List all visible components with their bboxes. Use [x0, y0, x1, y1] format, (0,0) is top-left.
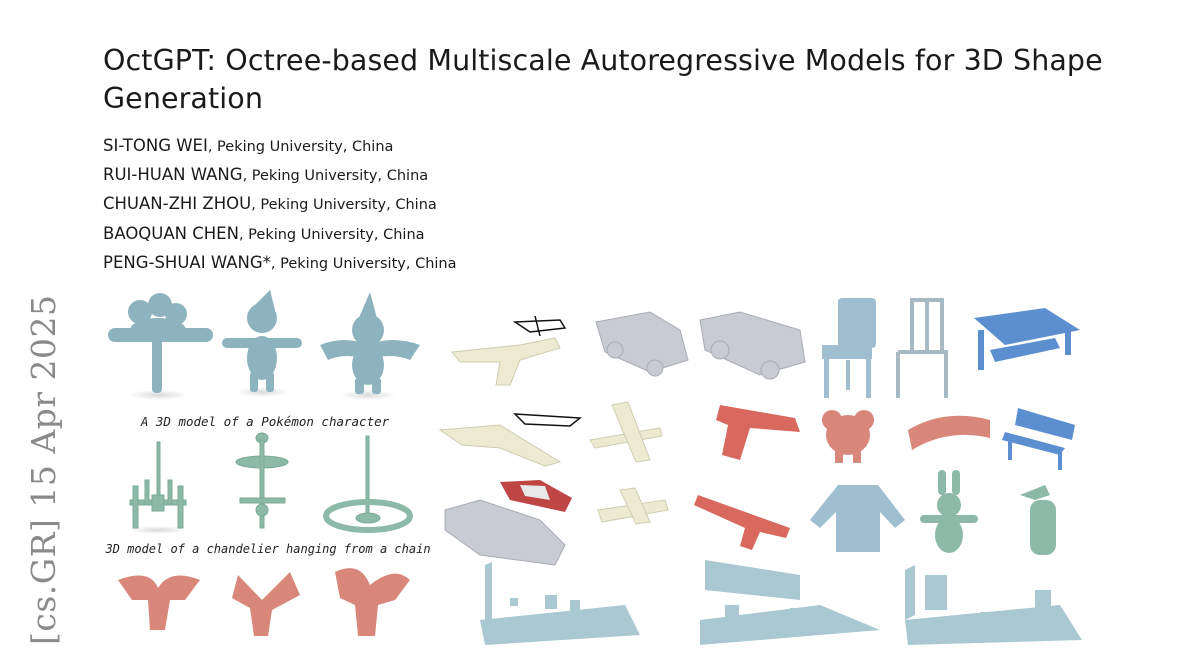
caption-chandelier: 3D model of a chandelier hanging from a … — [104, 542, 430, 556]
airplane-sketch — [512, 315, 567, 337]
dragon-models — [118, 568, 410, 636]
room-scene — [480, 562, 640, 645]
dragon-model — [335, 568, 410, 636]
chandelier-models — [128, 432, 413, 534]
author-entry: PENG-SHUAI WANG*, Peking University, Chi… — [103, 249, 456, 278]
race-car-model — [595, 311, 689, 377]
sofa-model — [908, 415, 990, 450]
author-name: CHUAN-ZHI ZHOU — [103, 194, 252, 214]
table-model — [974, 308, 1080, 370]
bench-model — [1002, 408, 1075, 470]
sweater-model — [810, 485, 905, 552]
jet-model — [438, 424, 562, 467]
author-entry: SI-TONG WEI, Peking University, China — [103, 132, 456, 161]
author-affiliation: , Peking University, China — [207, 139, 394, 155]
room-scene — [700, 560, 880, 645]
pokemon-model — [222, 290, 302, 397]
author-name: RUI-HUAN WANG — [103, 165, 243, 185]
sports-car-model — [500, 480, 572, 512]
pokemon-model — [320, 292, 420, 400]
elephant-model — [822, 410, 874, 463]
author-affiliation: , Peking University, China — [242, 168, 429, 185]
paper-title: OctGPT: Octree-based Multiscale Autoregr… — [103, 44, 1103, 115]
pickup-truck-model — [699, 311, 806, 380]
dragon-model — [232, 572, 300, 636]
jet-sketch — [513, 413, 582, 427]
fire-extinguisher-model — [1020, 485, 1056, 555]
propeller-plane-model — [597, 487, 669, 525]
pokemon-models — [108, 290, 420, 400]
room-scene — [905, 565, 1082, 645]
author-entry: RUI-HUAN WANG, Peking University, China — [103, 161, 456, 190]
author-name: BAOQUAN CHEN — [103, 223, 239, 243]
pokemon-model — [108, 293, 213, 400]
dragon-model — [118, 575, 200, 630]
chair-model — [822, 298, 876, 398]
rifle-model — [694, 495, 790, 550]
author-affiliation: , Peking University, China — [270, 255, 457, 272]
caption-pokemon: A 3D model of a Pokémon character — [140, 414, 390, 429]
author-entry: CHUAN-ZHI ZHOU, Peking University, China — [103, 190, 456, 219]
author-affiliation: , Peking University, China — [251, 197, 437, 214]
chandelier-model — [323, 435, 413, 533]
chair-model — [896, 298, 948, 398]
chandelier-model — [235, 432, 289, 529]
author-name: SI-TONG WEI — [103, 136, 208, 155]
chandelier-model — [128, 441, 188, 534]
bomber-model — [589, 401, 663, 463]
author-list: SI-TONG WEI, Peking University, China RU… — [103, 132, 456, 278]
airplane-model — [451, 337, 561, 386]
author-entry: BAOQUAN CHEN, Peking University, China — [103, 220, 456, 249]
author-name: PENG-SHUAI WANG* — [103, 252, 271, 272]
rabbit-model — [920, 470, 978, 553]
pistol-model — [716, 405, 800, 460]
author-affiliation: , Peking University, China — [238, 226, 425, 243]
sedan-model — [444, 499, 566, 566]
